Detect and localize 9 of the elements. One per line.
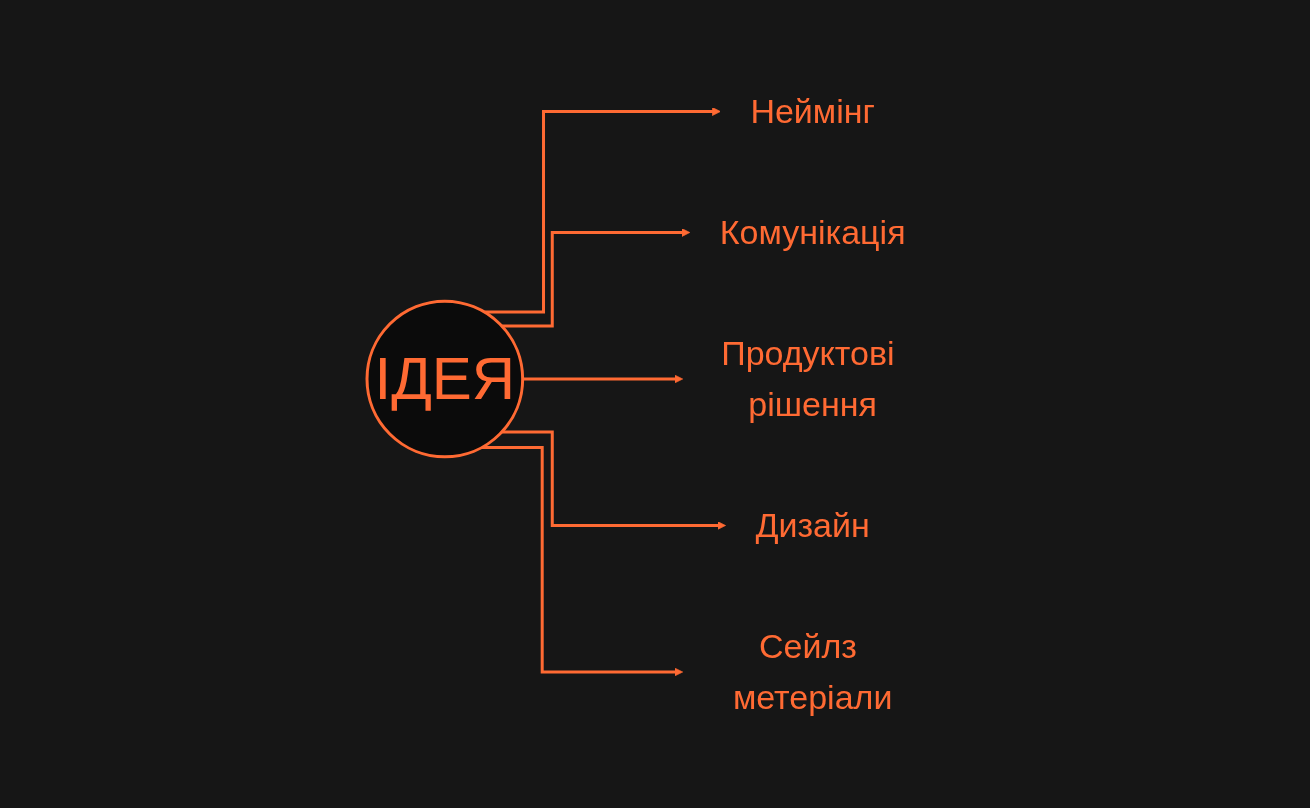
arrow <box>502 429 727 530</box>
node-circle: ІДЕЯ <box>365 299 525 458</box>
node-text: Сейлз метеріали <box>733 626 893 716</box>
arrow <box>522 374 684 383</box>
node-text: Комунікація <box>719 212 906 251</box>
node-text: Продуктові рішення <box>721 333 895 423</box>
arrow <box>502 227 691 328</box>
node-text: Дизайн <box>755 505 870 544</box>
node-text: Неймінг <box>750 91 876 130</box>
